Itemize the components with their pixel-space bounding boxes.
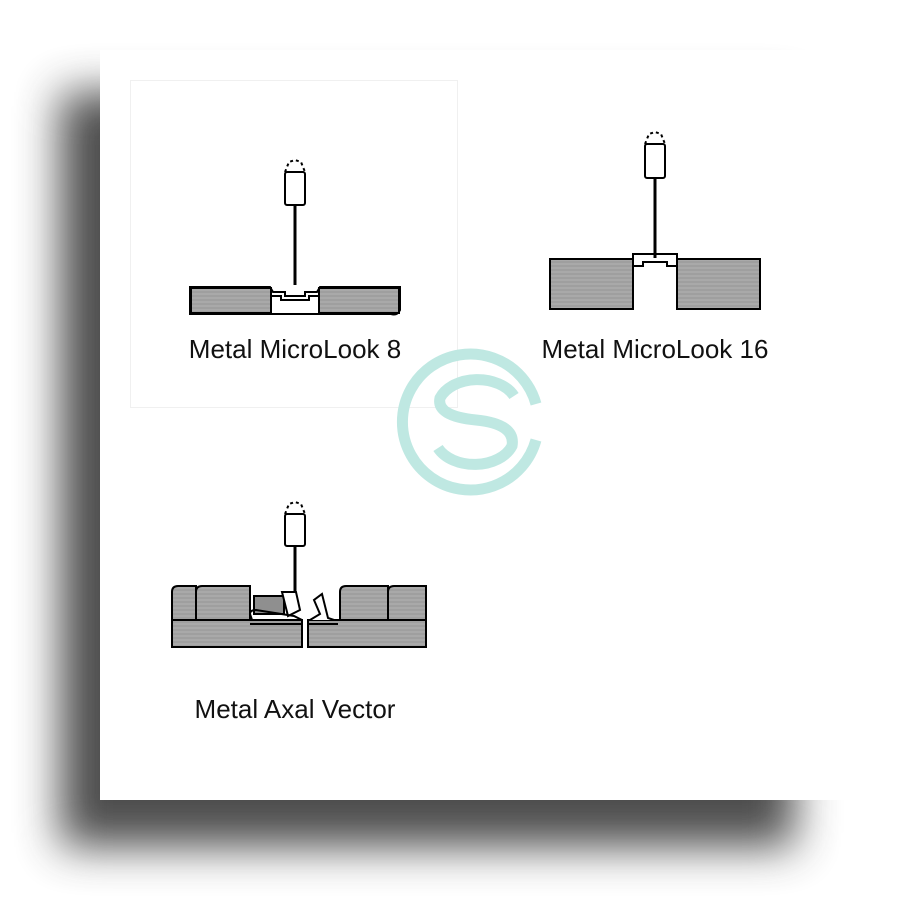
- panel-seam: [271, 295, 319, 301]
- panel-frame: [130, 80, 458, 408]
- ceiling-panel-right: [318, 287, 400, 314]
- axal-vector-diagram: [171, 500, 427, 648]
- hanger-clip: [644, 130, 666, 179]
- ceiling-panel-left: [190, 287, 272, 314]
- axal-carrier-clip: [248, 591, 338, 625]
- ceiling-panel-right: [307, 585, 427, 648]
- ceiling-panel-right: [676, 258, 761, 310]
- diagram-card: Metal MicroLook 8 Metal MicroLook 16: [100, 50, 850, 800]
- t-grid-profile: [632, 253, 678, 267]
- hanger-clip: [284, 158, 306, 206]
- hanger-clip: [284, 500, 306, 547]
- caption-microlook-16: Metal MicroLook 16: [541, 334, 769, 364]
- cs-logo-icon: [397, 348, 542, 496]
- ceiling-panel-left: [171, 585, 303, 648]
- microlook-16-diagram: [549, 130, 761, 310]
- caption-axal-vector: Metal Axal Vector: [194, 694, 396, 724]
- caption-microlook-8: Metal MicroLook 8: [188, 334, 402, 364]
- ceiling-panel-left: [549, 258, 634, 310]
- microlook-8-diagram: [189, 158, 401, 316]
